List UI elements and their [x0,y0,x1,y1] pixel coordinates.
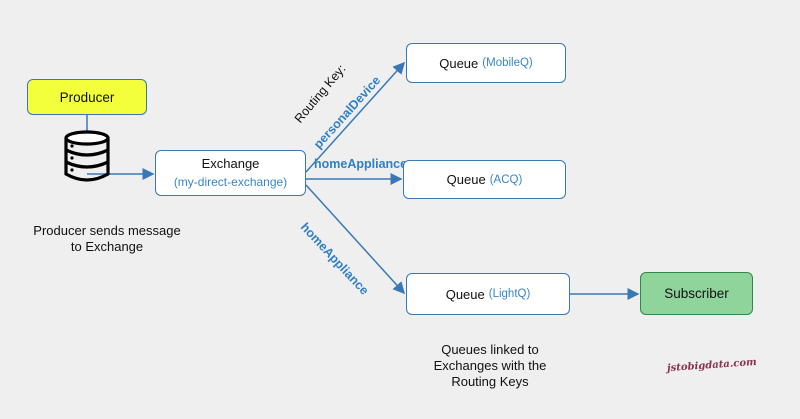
queue-id: (ACQ) [489,173,523,186]
routing-key-acq: homeAppliance [314,157,408,171]
producer-caption: Producer sends message to Exchange [22,223,192,255]
exchange-to-lightq-arrow [305,184,406,295]
exchange-box: Exchange (my-direct-exchange) [155,150,306,196]
queue-label: Queue [445,286,485,302]
database-icon [64,130,110,182]
exchange-name: (my-direct-exchange) [173,175,288,189]
queue-mobileq-box: Queue (MobileQ) [406,43,566,83]
queue-acq-box: Queue (ACQ) [403,160,566,199]
queue-id: (MobileQ) [482,57,533,69]
queue-lightq-box: Queue (LightQ) [406,273,570,315]
queues-caption-line3: Routing Keys [451,374,529,389]
exchange-to-mobileq-arrow [305,61,406,173]
producer-caption-line2: to Exchange [70,239,144,254]
producer-label: Producer [59,89,115,105]
subscriber-label: Subscriber [664,286,729,301]
subscriber-box: Subscriber [640,272,753,315]
queue-label: Queue [446,172,486,187]
queue-label: Queue [439,55,479,71]
queues-caption: Queues linked to Exchanges with the Rout… [405,342,575,390]
queue-id: (LightQ) [488,288,531,300]
producer-caption-line1: Producer sends message [33,223,181,238]
queues-caption-line1: Queues linked to [441,342,539,357]
queues-caption-line2: Exchanges with the [433,358,547,373]
exchange-title: Exchange [201,156,260,171]
producer-box: Producer [27,79,147,115]
